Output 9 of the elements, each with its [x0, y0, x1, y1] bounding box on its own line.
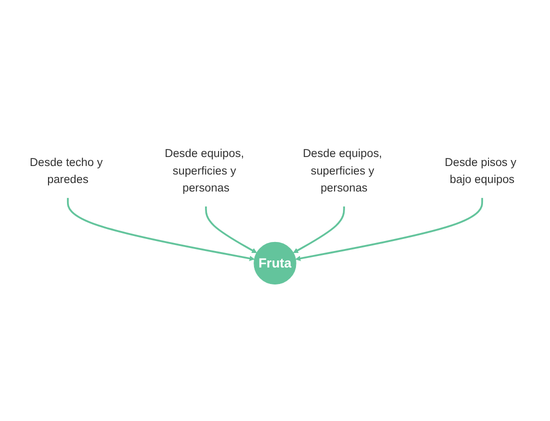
node-text: Desde equipos, superficies y personas	[302, 148, 382, 194]
node-text: Desde equipos, superficies y personas	[164, 148, 244, 194]
node-text: Desde pisos y bajo equipos	[444, 156, 516, 186]
node-circle: Fruta	[254, 242, 296, 284]
node-text: Desde techo y paredes	[30, 156, 103, 186]
arrow	[66, 198, 255, 261]
arrow	[295, 198, 484, 261]
arrow	[205, 206, 257, 254]
arrow	[293, 206, 345, 254]
